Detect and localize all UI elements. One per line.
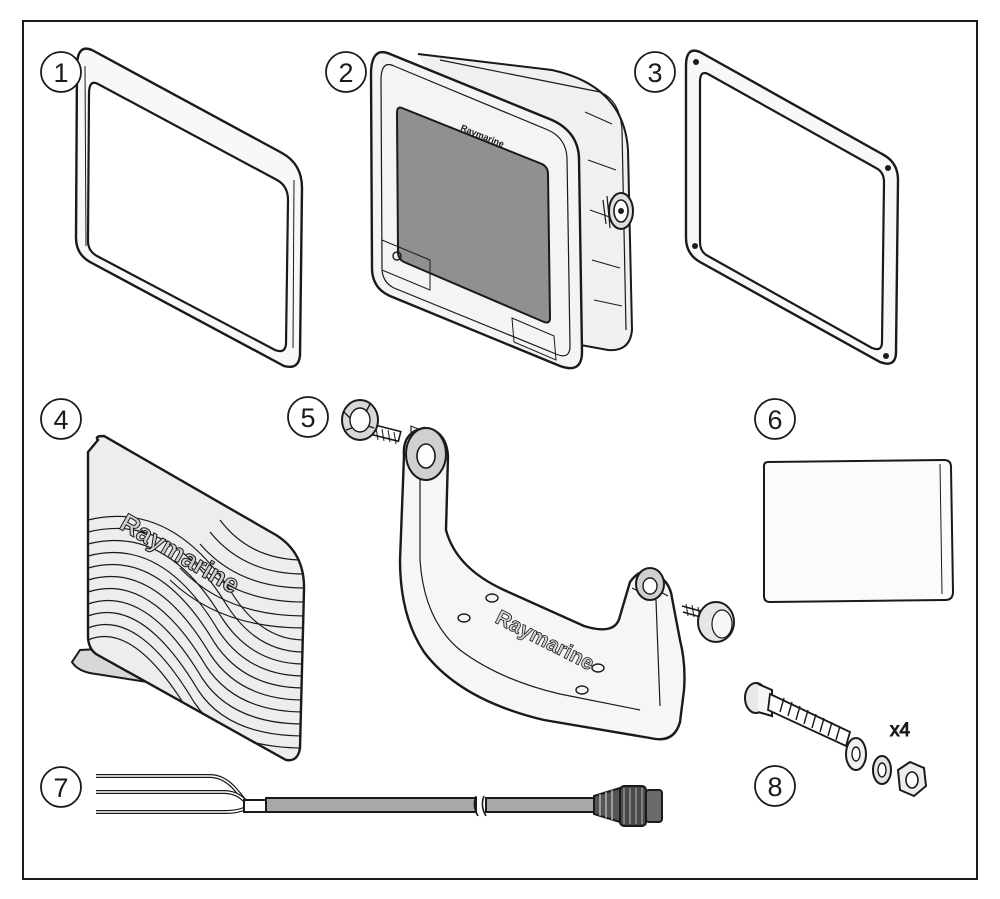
part-gasket — [684, 49, 900, 365]
part-document-card — [763, 458, 955, 604]
part-bolt-kit: x4 — [744, 682, 928, 798]
side-mount-knob — [602, 192, 634, 230]
callout-1: 1 — [40, 51, 82, 93]
callout-3: 3 — [634, 51, 676, 93]
callout-6-number: 6 — [767, 405, 782, 435]
bracket-knob-left — [341, 399, 402, 445]
callout-8-number: 8 — [767, 772, 782, 802]
callout-3-number: 3 — [647, 58, 662, 88]
callout-1-number: 1 — [53, 58, 68, 88]
callout-7-number: 7 — [53, 773, 68, 803]
callout-2-number: 2 — [338, 58, 353, 88]
quantity-label: x4 — [890, 720, 911, 741]
bracket-knob-right — [681, 601, 735, 643]
part-front-bezel — [74, 47, 304, 369]
part-mounting-bracket: Raymarine — [341, 399, 735, 741]
callout-7: 7 — [40, 766, 82, 808]
callout-6: 6 — [754, 398, 796, 440]
power-button-icon — [392, 251, 402, 261]
callout-4-number: 4 — [53, 405, 68, 435]
callout-layer: 1 2 3 4 5 6 7 8 — [40, 51, 796, 808]
part-sun-cover: Raymarine — [70, 434, 306, 762]
display-screen — [395, 106, 552, 324]
callout-2: 2 — [325, 51, 367, 93]
callout-8: 8 — [754, 765, 796, 807]
callout-5: 5 — [287, 396, 329, 438]
callout-5-number: 5 — [300, 403, 315, 433]
diagram-frame — [22, 20, 978, 880]
callout-4: 4 — [40, 398, 82, 440]
part-display-unit: Raymarine — [369, 50, 634, 438]
part-power-cable — [96, 774, 663, 827]
